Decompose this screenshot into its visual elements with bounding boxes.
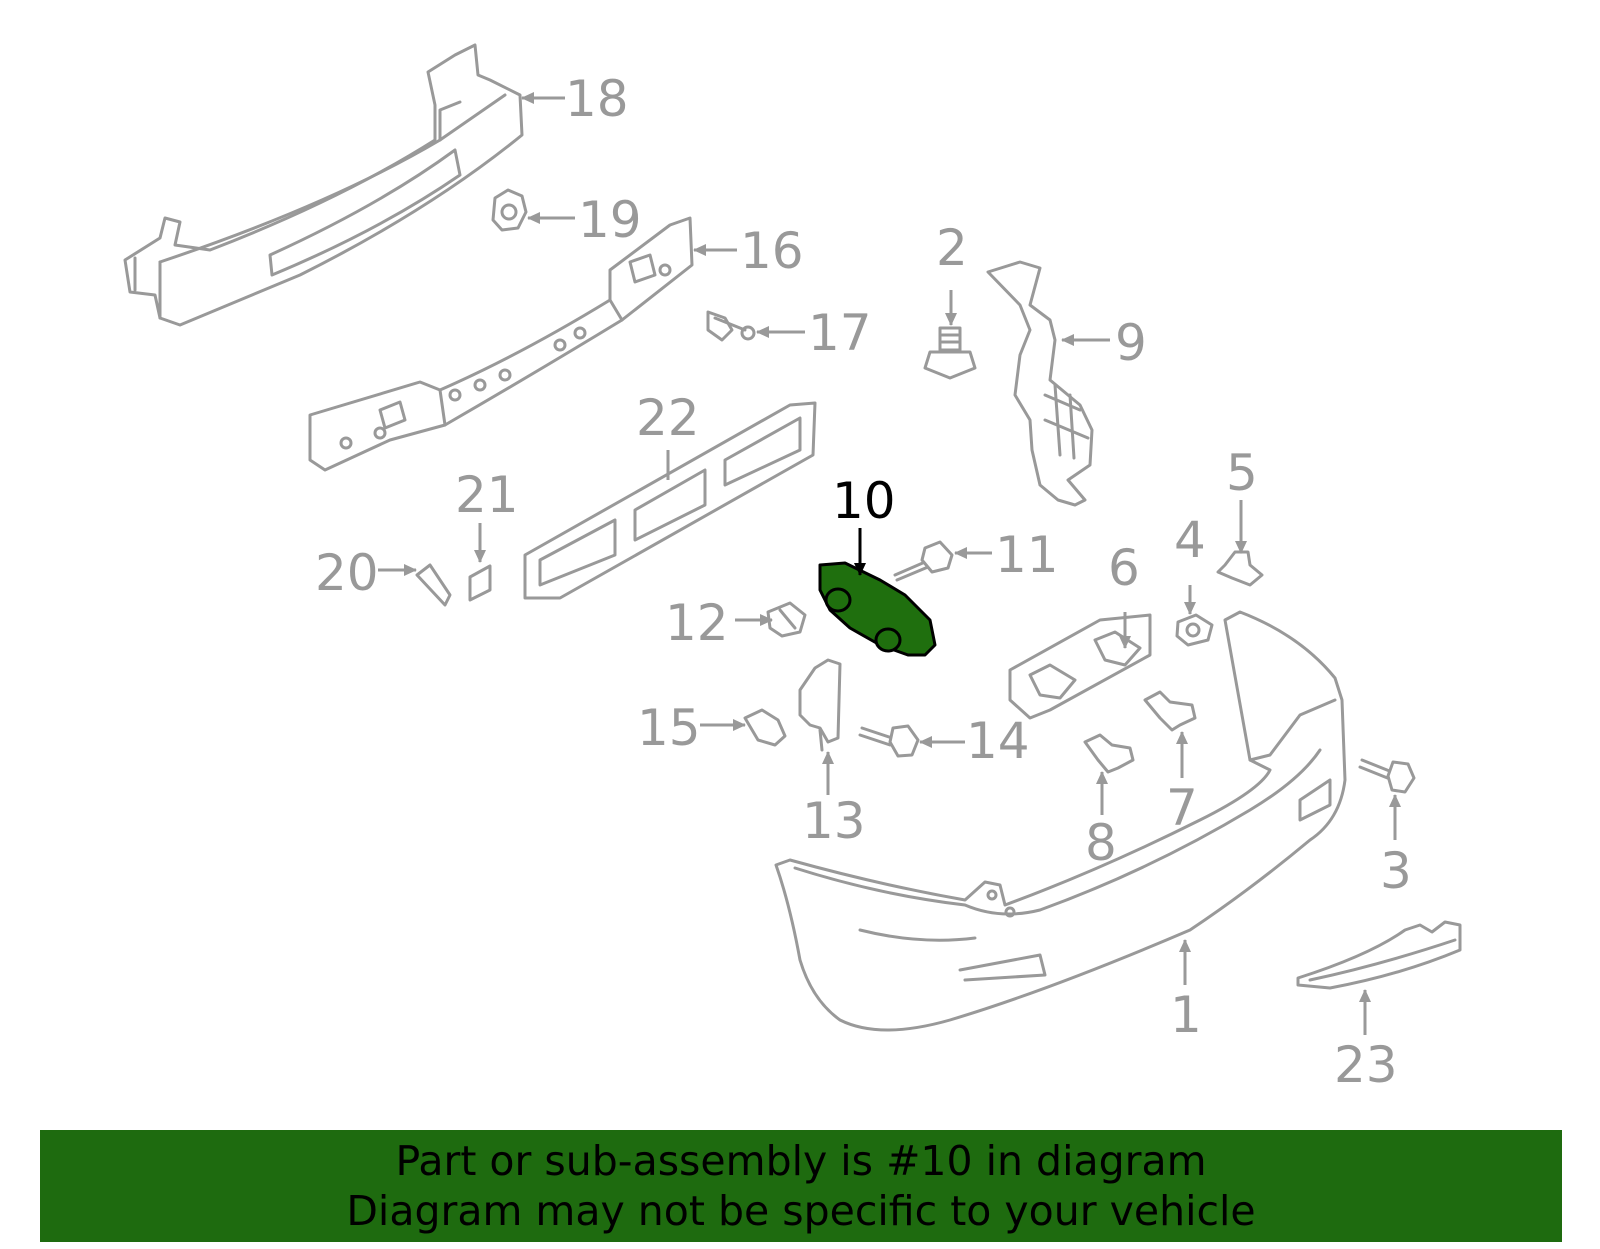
part-5-clip [1216, 550, 1264, 587]
banner-line-part-number: Part or sub-assembly is #10 in diagram [395, 1137, 1207, 1185]
part-4-grommet [1175, 613, 1214, 647]
callout-22: 22 [636, 389, 700, 447]
callout-11: 11 [995, 526, 1059, 584]
part-1-bumper-cover [774, 610, 1347, 1032]
part-info-banner: Part or sub-assembly is #10 in diagram D… [40, 1130, 1562, 1242]
callout-14: 14 [966, 712, 1030, 770]
leader-lines [378, 92, 1401, 1035]
part-2-bolt [923, 326, 977, 380]
part-14-bolt [858, 724, 920, 758]
part-23-reflector [1296, 920, 1462, 990]
callout-labels: 18 19 16 17 2 9 22 21 20 10 11 12 15 14 … [315, 70, 1412, 1094]
part-8-clip [1083, 733, 1135, 774]
callout-2: 2 [936, 219, 968, 277]
callout-12: 12 [665, 594, 729, 652]
callout-6: 6 [1108, 539, 1140, 597]
part-13-bracket [798, 658, 842, 752]
callout-13: 13 [802, 792, 866, 850]
callout-1: 1 [1170, 986, 1202, 1044]
part-18-reinforcement-beam [123, 43, 524, 327]
callout-9: 9 [1115, 314, 1147, 372]
part-9-side-bracket [986, 260, 1094, 507]
part-11-bolt [893, 540, 954, 582]
callout-4: 4 [1174, 511, 1206, 569]
callout-20: 20 [315, 544, 379, 602]
part-22-mounting-strip [523, 401, 817, 600]
part-7-clip [1143, 690, 1197, 732]
callout-21: 21 [455, 466, 519, 524]
callout-3: 3 [1380, 842, 1412, 900]
callout-7: 7 [1166, 779, 1198, 837]
part-20-clip [415, 563, 452, 607]
callout-15: 15 [637, 699, 701, 757]
callout-18: 18 [565, 70, 629, 128]
callout-23: 23 [1334, 1036, 1398, 1094]
callout-5: 5 [1226, 444, 1258, 502]
callout-8: 8 [1085, 814, 1117, 872]
part-15-push-clip [743, 708, 787, 747]
part-6-clip-bracket [1008, 613, 1152, 720]
part-12-push-clip [766, 601, 807, 638]
part-21-bracket [468, 564, 492, 602]
part-10-highlighted-bracket [818, 561, 937, 657]
callout-10: 10 [832, 472, 896, 530]
banner-line-disclaimer: Diagram may not be specific to your vehi… [346, 1187, 1256, 1235]
part-17-push-pin [706, 310, 756, 342]
part-16-energy-absorber [308, 216, 694, 472]
part-19-nut [491, 188, 528, 232]
callout-19: 19 [578, 191, 642, 249]
part-3-bolt [1358, 758, 1416, 794]
callout-17: 17 [808, 304, 872, 362]
callout-16: 16 [740, 222, 804, 280]
